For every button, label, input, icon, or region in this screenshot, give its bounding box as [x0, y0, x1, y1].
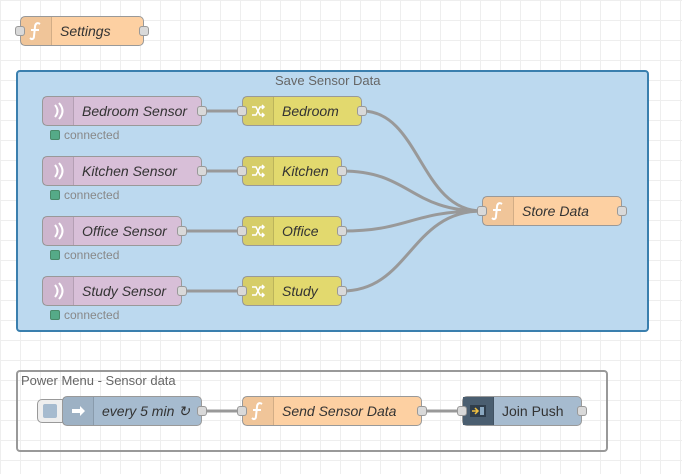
office-switch-label: Office	[282, 223, 319, 239]
bedroom-switch-label: Bedroom	[282, 103, 339, 119]
inject-node[interactable]: every 5 min ↻	[62, 396, 207, 426]
sensor-wave-icon	[43, 157, 74, 185]
wire-study-store	[341, 209, 483, 293]
output-port[interactable]	[197, 106, 207, 116]
status-dot	[50, 310, 60, 320]
send-sensor-data-label: Send Sensor Data	[282, 403, 397, 419]
trigger-square-icon	[43, 404, 57, 418]
switch-icon	[243, 157, 274, 185]
bedroom-sensor-label: Bedroom Sensor	[82, 103, 188, 119]
bedroom-sensor-node[interactable]: Bedroom Sensor	[42, 96, 207, 126]
settings-input-port[interactable]	[15, 26, 25, 36]
switch-icon	[243, 277, 274, 305]
status-study: connected	[50, 308, 119, 322]
output-port[interactable]	[617, 206, 627, 216]
store-data-node[interactable]: Store Data	[477, 196, 627, 226]
join-push-node[interactable]: Join Push	[457, 396, 587, 426]
status-kitchen: connected	[50, 188, 119, 202]
input-port[interactable]	[237, 226, 247, 236]
switch-icon	[243, 97, 274, 125]
bedroom-switch-node[interactable]: Bedroom	[237, 96, 367, 126]
send-sensor-data-node[interactable]: Send Sensor Data	[237, 396, 427, 426]
input-port[interactable]	[237, 406, 247, 416]
output-port[interactable]	[197, 406, 207, 416]
output-port[interactable]	[337, 226, 347, 236]
sensor-wave-icon	[43, 97, 74, 125]
switch-icon	[243, 217, 274, 245]
inject-arrow-icon	[63, 397, 94, 425]
input-port[interactable]	[477, 206, 487, 216]
output-port[interactable]	[177, 226, 187, 236]
kitchen-switch-label: Kitchen	[282, 163, 329, 179]
wire-bedroom-store	[361, 109, 483, 213]
input-port[interactable]	[237, 286, 247, 296]
settings-output-port[interactable]	[139, 26, 149, 36]
join-push-label: Join Push	[502, 403, 564, 419]
function-icon	[483, 197, 514, 225]
function-icon	[21, 17, 52, 45]
office-sensor-label: Office Sensor	[82, 223, 167, 239]
output-port[interactable]	[197, 166, 207, 176]
sensor-wave-icon	[43, 217, 74, 245]
inject-trigger-button[interactable]	[37, 399, 63, 423]
inject-label: every 5 min ↻	[102, 402, 190, 419]
group-power-menu[interactable]	[16, 370, 608, 452]
kitchen-sensor-node[interactable]: Kitchen Sensor	[42, 156, 207, 186]
sensor-wave-icon	[43, 277, 74, 305]
join-push-icon	[463, 397, 494, 425]
output-port[interactable]	[417, 406, 427, 416]
status-dot	[50, 190, 60, 200]
kitchen-switch-node[interactable]: Kitchen	[237, 156, 347, 186]
store-data-label: Store Data	[522, 203, 589, 219]
function-icon	[243, 397, 274, 425]
output-port[interactable]	[177, 286, 187, 296]
input-port[interactable]	[237, 166, 247, 176]
study-switch-node[interactable]: Study	[237, 276, 347, 306]
office-sensor-node[interactable]: Office Sensor	[42, 216, 187, 246]
input-port[interactable]	[457, 406, 467, 416]
status-dot	[50, 250, 60, 260]
status-text: connected	[64, 308, 120, 322]
settings-label: Settings	[60, 23, 111, 39]
status-text: connected	[64, 128, 120, 142]
status-text: connected	[64, 188, 120, 202]
output-port[interactable]	[357, 106, 367, 116]
input-port[interactable]	[237, 106, 247, 116]
output-port[interactable]	[577, 406, 587, 416]
settings-node[interactable]: Settings	[15, 16, 149, 46]
group-power-menu-label: Power Menu - Sensor data	[21, 373, 176, 388]
study-switch-label: Study	[282, 283, 318, 299]
kitchen-sensor-label: Kitchen Sensor	[82, 163, 177, 179]
status-office: connected	[50, 248, 119, 262]
group-save-sensor-data-label: Save Sensor Data	[275, 73, 381, 88]
wire-office-store	[341, 209, 483, 233]
output-port[interactable]	[337, 166, 347, 176]
study-sensor-node[interactable]: Study Sensor	[42, 276, 187, 306]
study-sensor-label: Study Sensor	[82, 283, 167, 299]
status-text: connected	[64, 248, 120, 262]
status-bedroom: connected	[50, 128, 119, 142]
output-port[interactable]	[337, 286, 347, 296]
status-dot	[50, 130, 60, 140]
wire-kitchen-store	[341, 169, 483, 213]
office-switch-node[interactable]: Office	[237, 216, 347, 246]
